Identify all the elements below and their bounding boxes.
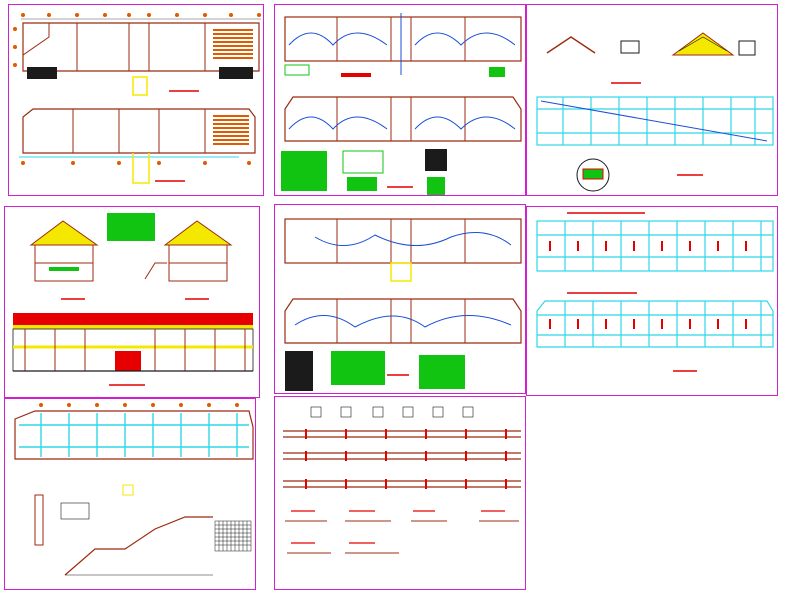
- sheet-sections-elevation[interactable]: [4, 206, 260, 398]
- roof-truss-section: [671, 32, 735, 56]
- notes-table: [107, 213, 155, 241]
- second-floor-plan: [22, 108, 256, 154]
- legend-symbols-dark: [425, 149, 447, 171]
- footing-detail: [122, 484, 134, 496]
- green-schedule-table: [281, 151, 327, 191]
- electrical-plan-top: [284, 16, 522, 62]
- lighting-schedule: [331, 351, 385, 385]
- footing-beams: [19, 413, 249, 457]
- electrical-plans-drawing: [281, 13, 522, 195]
- green-tag-a: [489, 67, 505, 77]
- legend-symbols-green: [427, 177, 445, 195]
- sheet-floor-plans[interactable]: [8, 4, 264, 196]
- roof-notes-box: [738, 40, 756, 56]
- axis-markers-foundation: [39, 403, 239, 407]
- beam-elevation-2: [283, 452, 521, 460]
- slab-mesh: [214, 520, 252, 552]
- panel-schedule: [419, 355, 465, 389]
- connection-detail: [620, 40, 640, 54]
- frame-lower: [536, 300, 774, 348]
- lighting-plans-drawing: [284, 218, 522, 391]
- stair-hatch-bottom: [213, 115, 249, 145]
- circuit-lines-bottom: [288, 116, 516, 130]
- sheet-roof-foundation[interactable]: [526, 4, 778, 196]
- front-elevation: [12, 313, 254, 372]
- legend-box-a: [284, 64, 310, 76]
- lighting-circuit-top: [314, 232, 512, 246]
- floor-plans-drawing: [13, 13, 261, 184]
- column-section: [34, 494, 44, 546]
- beam-title-underlines: [291, 510, 505, 544]
- beam-details-drawing: [283, 406, 521, 554]
- sheet-electrical-plans[interactable]: [274, 4, 526, 196]
- diagonal-brace: [540, 100, 768, 142]
- lighting-circuit-bottom: [294, 315, 512, 328]
- lighting-plan-bottom: [284, 298, 522, 344]
- detail-callout-circle: [576, 158, 610, 192]
- sheet-lighting-plans[interactable]: [274, 204, 526, 394]
- axis-markers-top: [13, 13, 261, 67]
- beam-elevation-1: [283, 430, 521, 438]
- rebar-marks-upper: [549, 241, 747, 251]
- foundation-stairs-drawing: [14, 403, 254, 576]
- lighting-plan-top: [284, 218, 522, 264]
- stair-section: [64, 516, 213, 576]
- cross-section-a: [29, 220, 99, 282]
- stair-core-top: [132, 76, 148, 96]
- detail-callout-content: [582, 168, 604, 180]
- beam-elevation-3: [283, 480, 521, 488]
- foundation-beam-grid: [536, 96, 774, 146]
- stair-hatch-top: [213, 29, 253, 59]
- column-detail: [60, 502, 90, 520]
- axis-markers-bottom: [21, 161, 251, 165]
- column-sections-row: [310, 406, 474, 418]
- stair-core-bottom: [132, 153, 150, 184]
- sheet-structural-frames[interactable]: [526, 206, 778, 396]
- circuit-lines-top: [288, 32, 516, 46]
- cross-section-b: [144, 220, 233, 282]
- sheet-beam-details[interactable]: [274, 396, 526, 590]
- electrical-plan-bottom: [284, 96, 522, 142]
- first-floor-plan: [22, 22, 260, 72]
- sheet-foundation-stairs[interactable]: [4, 398, 256, 590]
- hatch-block-right: [219, 67, 253, 79]
- roof-ridge-detail: [546, 36, 596, 54]
- roof-foundation-drawing: [536, 32, 774, 192]
- red-note-a: [341, 73, 371, 77]
- hatch-block-left: [27, 67, 57, 79]
- foundation-plan: [14, 410, 254, 460]
- stair-core-lighting: [390, 262, 412, 282]
- structural-frames-drawing: [536, 212, 774, 372]
- load-table-outline: [342, 150, 384, 174]
- rebar-marks-lower: [549, 319, 747, 329]
- load-table-fill: [347, 177, 377, 191]
- stirrup-marks: [305, 429, 507, 489]
- symbol-legend: [285, 351, 313, 391]
- frame-upper: [536, 220, 774, 272]
- sections-elevation-drawing: [12, 213, 254, 386]
